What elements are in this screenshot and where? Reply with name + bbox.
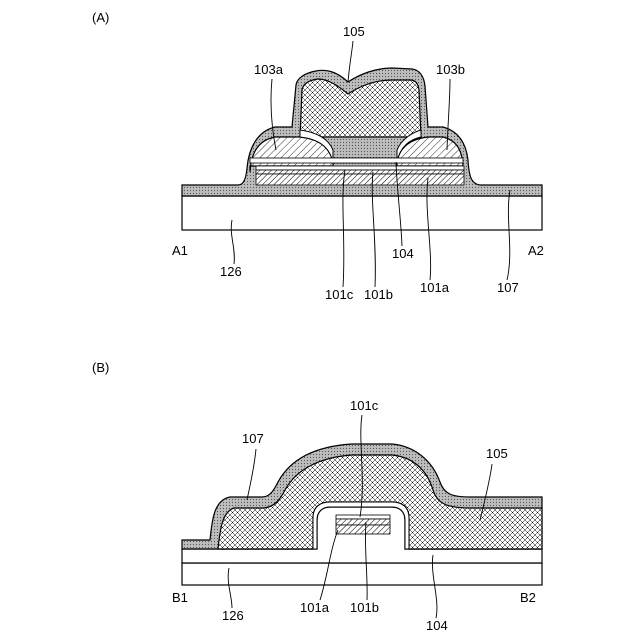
b-label-B1: B1 bbox=[172, 590, 188, 605]
a-layer-101a bbox=[256, 174, 464, 185]
a-label-104: 104 bbox=[392, 246, 414, 261]
panel-a: (A) 105 103a 103b A1 A2 126 104 101c bbox=[92, 10, 544, 302]
b-label-107: 107 bbox=[242, 431, 264, 446]
b-label-104: 104 bbox=[426, 618, 448, 633]
a-lead-105 bbox=[348, 41, 353, 82]
b-label-B2: B2 bbox=[520, 590, 536, 605]
panel-b: (B) 101c 107 105 B1 B2 126 101a 101b 104 bbox=[92, 360, 542, 633]
a-label-A1: A1 bbox=[172, 243, 188, 258]
a-label-101c: 101c bbox=[325, 287, 354, 302]
a-insulator-104 bbox=[250, 158, 463, 163]
a-label-103a: 103a bbox=[254, 62, 284, 77]
b-label-101c: 101c bbox=[350, 398, 379, 413]
a-label-101a: 101a bbox=[420, 280, 450, 295]
b-layer-101b bbox=[336, 519, 390, 525]
a-film-105 bbox=[300, 79, 421, 137]
b-label-126: 126 bbox=[222, 608, 244, 623]
a-layer-101c bbox=[256, 166, 464, 170]
a-label-A2: A2 bbox=[528, 243, 544, 258]
b-label-101a: 101a bbox=[300, 600, 330, 615]
a-label-105: 105 bbox=[343, 24, 365, 39]
b-label-105: 105 bbox=[486, 446, 508, 461]
b-layer-101a bbox=[336, 525, 390, 534]
panel-b-label: (B) bbox=[92, 360, 109, 375]
a-layer-101b bbox=[256, 170, 464, 174]
a-substrate-126 bbox=[182, 196, 542, 230]
a-label-126: 126 bbox=[220, 264, 242, 279]
a-label-107: 107 bbox=[497, 280, 519, 295]
panel-a-label: (A) bbox=[92, 10, 109, 25]
a-label-101b: 101b bbox=[364, 287, 393, 302]
b-label-101b: 101b bbox=[350, 600, 379, 615]
b-substrate-126 bbox=[182, 563, 542, 585]
b-lead-107 bbox=[247, 449, 256, 500]
b-layer-101c bbox=[336, 515, 390, 519]
a-label-103b: 103b bbox=[436, 62, 465, 77]
